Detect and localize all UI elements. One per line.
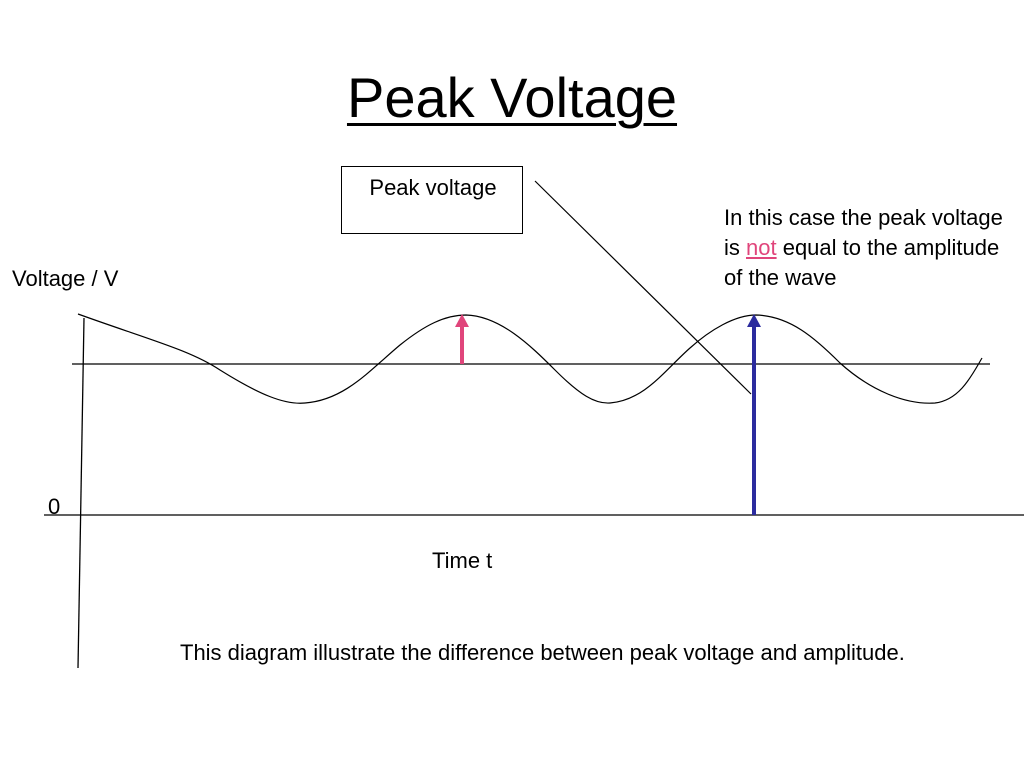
peak-voltage-label: Peak voltage bbox=[369, 175, 497, 200]
diagram-caption: This diagram illustrate the difference b… bbox=[180, 640, 905, 665]
note-text-after: equal to the amplitude of the wave bbox=[724, 235, 1000, 290]
note-text-before: In this case the peak voltage is bbox=[724, 205, 1003, 260]
amplitude-arrow bbox=[455, 314, 469, 364]
peak-voltage-label-box: Peak voltage bbox=[341, 166, 523, 234]
peak-voltage-note: In this case the peak voltage is not equ… bbox=[724, 203, 1014, 293]
note-highlight-not: not bbox=[746, 235, 777, 260]
peak-voltage-arrow bbox=[747, 314, 761, 515]
voltage-wave bbox=[77, 313, 983, 404]
x-axis-label: Time t bbox=[432, 548, 493, 573]
voltage-axis bbox=[77, 317, 85, 669]
origin-label: 0 bbox=[48, 494, 61, 519]
y-axis-label: Voltage / V bbox=[12, 266, 119, 291]
slide-title: Peak Voltage bbox=[346, 66, 678, 129]
peak-pointer-line bbox=[534, 180, 752, 395]
